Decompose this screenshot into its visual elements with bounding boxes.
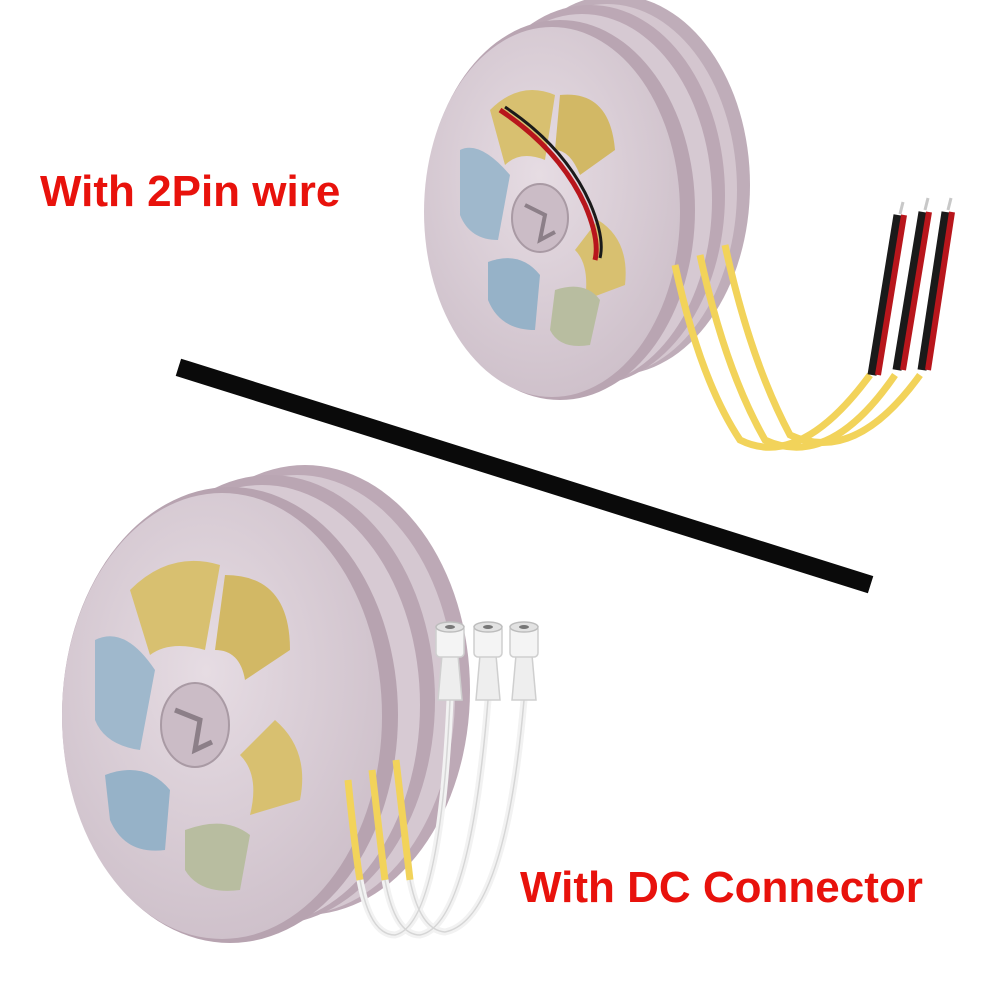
hub-clip (174, 707, 214, 755)
wire-on-reel-red (498, 107, 599, 261)
tape-window-warm-lower (575, 220, 626, 300)
reel-front (62, 487, 398, 943)
reel-set-dc-connector (62, 465, 539, 943)
two-pin-lead-1 (867, 201, 907, 376)
tape-window-mixed (550, 286, 600, 346)
dc-cable-outline (409, 699, 525, 933)
reel-hub (160, 682, 230, 768)
hub-clip (524, 203, 556, 244)
diagonal-divider (175, 358, 874, 594)
cob-strip-1 (671, 264, 873, 451)
tape-window-warm-right (215, 575, 290, 680)
cob-strip-2 (368, 769, 389, 881)
dc-cable-outline (384, 699, 489, 936)
tape-window-cool-bottom (105, 770, 170, 851)
wire-on-reel-black (504, 105, 603, 259)
cob-strip-1 (344, 779, 364, 881)
caption-dc-connector: With DC Connector (520, 863, 923, 912)
tape-window-warm-right (555, 94, 615, 175)
reel-hub (511, 183, 569, 253)
reel-front (424, 20, 695, 400)
two-pin-lead-3 (917, 197, 955, 371)
caption-2pin-wire: With 2Pin wire (40, 167, 341, 216)
dc-cable-outline (359, 699, 451, 936)
tape-window-cool-left (95, 636, 155, 750)
tape-window-cool-bottom (488, 258, 540, 330)
dc-connector-3 (509, 621, 539, 701)
tape-window-cool-left (460, 147, 510, 240)
tape-window-warm-lower (240, 720, 303, 815)
reel-set-2pin-wire (424, 0, 955, 451)
tape-window-mixed (185, 823, 250, 891)
cob-strip-3 (721, 244, 923, 446)
two-pin-lead-2 (892, 197, 932, 371)
cob-strip-2 (696, 254, 898, 451)
cob-strip-3 (392, 759, 414, 881)
tape-window-warm-top (130, 560, 220, 655)
dc-connector-2 (473, 621, 503, 701)
dc-connector-1 (435, 621, 465, 701)
